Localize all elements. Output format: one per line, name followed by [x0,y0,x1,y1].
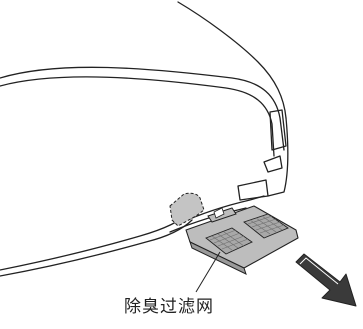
callout-leader-line [195,251,221,293]
filter-mesh-left [205,227,253,255]
device-slot-edge-2 [169,207,247,233]
device-body [0,1,289,277]
device-lower-body-inner [0,219,193,277]
arrow-down-right-icon [295,253,357,307]
filter-tray-lip [189,241,247,275]
filter-callout-label: 除臭过滤网 [124,297,214,317]
device-side-panel [269,109,287,151]
filter-tab [213,207,225,219]
deodorizing-filter [185,205,299,275]
filter-mesh-right [243,213,289,239]
device-inner-curve [0,76,275,157]
device-outer-curve [0,66,285,151]
device-front-side [267,117,289,197]
device-lower-body [0,211,191,271]
device-side-inner [263,155,283,173]
device-bottom-ledge [237,179,269,201]
filter-inserted-dashed [169,192,205,227]
device-top-edge [177,1,287,119]
